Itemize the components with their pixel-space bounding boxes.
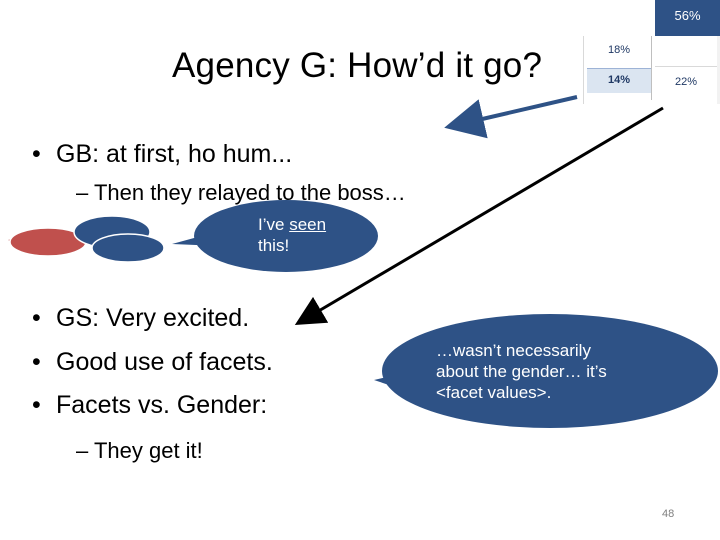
chart-label-bottom-left: 14%	[607, 74, 631, 86]
bullet-text: Facets vs. Gender:	[56, 391, 268, 419]
small-speech-bubble	[194, 200, 378, 272]
chart-gridline	[717, 36, 720, 104]
mini-chart: 56% 18% 14% 22%	[583, 0, 720, 104]
large-bubble-line-1: …wasn’t necessarily	[436, 341, 591, 360]
blue-speech-bubble-bottom	[91, 233, 165, 263]
small-bubble-text: I’ve seen this!	[258, 214, 326, 256]
bullet-text: Good use of facets.	[56, 348, 273, 376]
chart-label-bottom-right: 22%	[674, 76, 698, 88]
chart-cell-bottom-left	[587, 68, 651, 93]
large-bubble-line-2: about the gender… it’s	[436, 362, 607, 381]
bullet-dot-icon: •	[32, 348, 41, 376]
page-number: 48	[662, 508, 675, 520]
small-bubble-underlined: seen	[289, 215, 327, 234]
chart-cell-bottom-right	[655, 66, 717, 97]
large-bubble-text: …wasn’t necessarily about the gender… it…	[436, 340, 607, 403]
large-speech-bubble	[382, 314, 718, 428]
bullet-item: • GS: Very excited.	[32, 304, 249, 333]
chart-cell-top-right	[655, 0, 720, 36]
bullet-item: • GB: at first, ho hum...	[32, 140, 292, 169]
bullet-item: • Good use of facets.	[32, 348, 273, 377]
bullet-text: GS: Very excited.	[56, 304, 250, 332]
arrow-to-first-bullet	[444, 95, 578, 139]
bullet-item: • Facets vs. Gender:	[32, 391, 267, 420]
bullet-text: GB: at first, ho hum...	[56, 140, 293, 168]
bullet-dot-icon: •	[32, 391, 41, 419]
chart-label-mid-left: 18%	[607, 44, 631, 56]
slide-title: Agency G: How’d it go?	[172, 46, 543, 85]
bullet-dot-icon: •	[32, 140, 41, 168]
subbullet-item: – Then they relayed to the boss…	[76, 180, 406, 205]
small-bubble-prefix: I’ve	[258, 215, 290, 234]
chart-gridline	[583, 36, 584, 104]
subbullet-item: – They get it!	[76, 438, 203, 463]
chart-label-top-right: 56%	[674, 8, 701, 23]
arrow-to-gs-bullet	[294, 106, 664, 326]
small-bubble-line-2: this!	[258, 236, 290, 255]
small-bubble-line-1: I’ve seen	[258, 214, 326, 235]
chart-cell-mid-left	[587, 36, 652, 100]
large-bubble-line-3: <facet values>.	[436, 383, 552, 402]
bullet-dot-icon: •	[32, 304, 41, 332]
